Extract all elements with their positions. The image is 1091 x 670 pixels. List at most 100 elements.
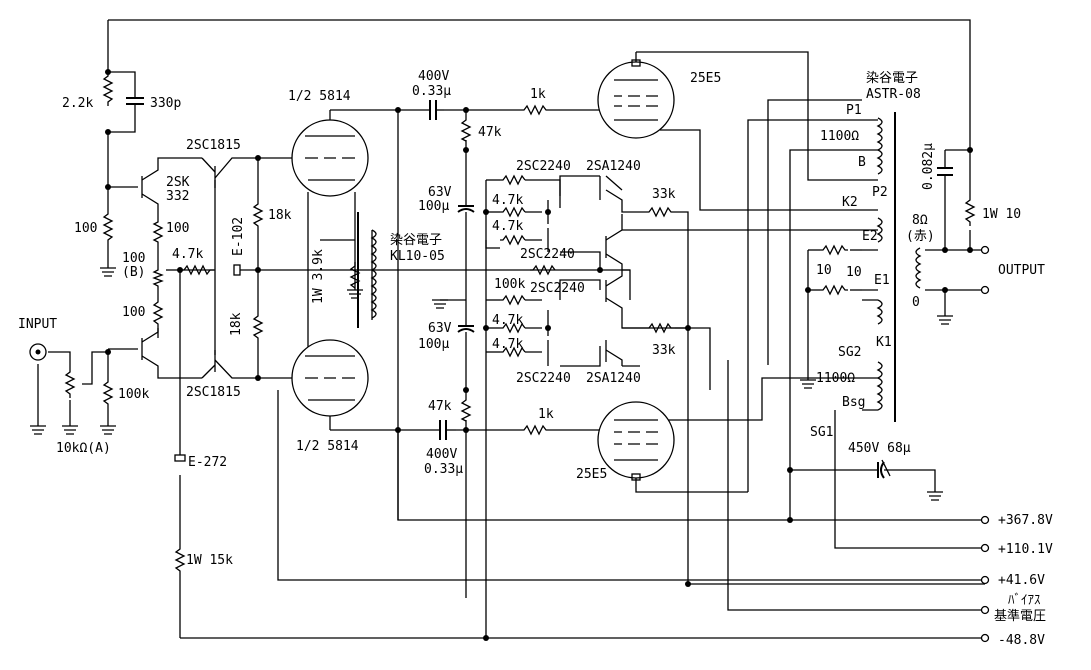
label-opt-maker: 染谷電子	[866, 71, 918, 86]
label-r-1k-bot: 1k	[538, 407, 554, 422]
label-opt-e1: E1	[874, 273, 890, 288]
cap-330p	[126, 97, 144, 105]
label-q-2sc1815-top: 2SC1815	[186, 138, 241, 153]
label-q-2sc2240-3: 2SC2240	[530, 281, 585, 296]
cap-63v-top	[457, 205, 475, 213]
label-q-2sc2240-2: 2SC2240	[520, 247, 575, 262]
label-r-2-2k: 2.2k	[62, 96, 93, 111]
label-opt-p2: P2	[872, 185, 888, 200]
tube-5814-bot	[291, 339, 369, 417]
resistor-100-drain	[102, 212, 114, 242]
astr08-secondary	[915, 247, 922, 289]
label-rail-5: -48.8V	[998, 633, 1045, 648]
label-r-33k-top: 33k	[652, 187, 676, 202]
label-r-33k-bot: 33k	[652, 343, 676, 358]
label-tube-5814-bot: 1/2 5814	[296, 439, 359, 454]
label-input: INPUT	[18, 317, 57, 332]
resistor-4-7k-2	[500, 206, 526, 218]
astr08-coil-top	[876, 117, 883, 175]
label-c-63v-bot-c: 100μ	[418, 337, 449, 352]
terminals	[29, 245, 990, 643]
label-c-400v-top-c: 0.33μ	[412, 84, 451, 99]
label-q-2sc1815-bot: 2SC1815	[186, 385, 241, 400]
tube-25e5-bot	[597, 401, 675, 481]
label-opt-sg1: SG1	[810, 425, 833, 440]
test-point-e102	[233, 264, 241, 276]
wiring	[37, 19, 985, 639]
kl10-05-coil	[370, 229, 377, 319]
label-tube-25e5-top: 25E5	[690, 71, 721, 86]
grounds	[30, 267, 953, 501]
label-opt-model: ASTR-08	[866, 87, 921, 102]
label-pot-10k: 10kΩ(A)	[56, 441, 111, 456]
transformers	[357, 112, 922, 422]
label-out-zero: 0	[912, 295, 920, 310]
label-out-red: (赤)	[906, 229, 935, 244]
label-r-4-7k-a: 4.7k	[172, 247, 203, 262]
label-opt-e2: E2	[862, 229, 878, 244]
tube-25e5-top	[597, 59, 675, 139]
label-kl-maker: 染谷電子	[390, 233, 442, 248]
label-opt-k2: K2	[842, 195, 858, 210]
resistor-100-c	[152, 298, 164, 328]
resistor-100k-in	[102, 378, 114, 408]
resistor-4-7k-4	[500, 322, 526, 334]
label-r-100k-mid: 100k	[494, 277, 525, 292]
resistor-2-2k	[102, 72, 114, 106]
label-r-4-7k-e: 4.7k	[492, 337, 523, 352]
label-c-330p: 330p	[150, 96, 181, 111]
labels: 2.2k 330p 2SC1815 2SK 332 100 100 100 (B…	[18, 69, 1053, 648]
cap-450v	[877, 461, 885, 479]
label-r-100-a: 100	[166, 221, 189, 236]
label-c-400v-bot-c: 0.33μ	[424, 462, 463, 477]
resistor-47k-bot	[460, 398, 472, 422]
tube-5814-top	[291, 119, 369, 197]
resistor-pot-100	[152, 268, 164, 288]
label-r-18k-b: 18k	[229, 312, 244, 336]
label-rail-2: +110.1V	[998, 542, 1053, 557]
cap-400v-bot	[439, 420, 447, 440]
label-q-2sa1240-2: 2SA1240	[586, 371, 641, 386]
cap-63v-bot	[457, 325, 475, 333]
label-c-63v-bot-v: 63V	[428, 321, 452, 336]
label-output: OUTPUT	[998, 263, 1045, 278]
label-r-4-7k-b: 4.7k	[492, 193, 523, 208]
label-opt-1100-a: 1100Ω	[820, 129, 859, 144]
label-rail-4b: 基準電圧	[994, 608, 1046, 624]
label-r-4-7k-d: 4.7k	[492, 313, 523, 328]
resistors	[64, 72, 976, 575]
resistor-1w10	[964, 196, 976, 226]
resistor-1k-top	[520, 104, 550, 116]
resistor-4-7k-3	[500, 234, 526, 246]
junctions	[105, 69, 973, 641]
resistor-10k-pot	[64, 368, 76, 398]
resistor-100-a	[152, 220, 164, 244]
label-e272: E-272	[188, 455, 227, 470]
label-opt-p1: P1	[846, 103, 862, 118]
label-e102: E-102	[231, 217, 246, 256]
astr08-coil-mid	[876, 217, 883, 243]
label-out-8ohm: 8Ω	[912, 213, 928, 228]
label-q-2sk: 2SK	[166, 175, 190, 190]
resistor-33k-bot	[645, 322, 675, 334]
astr08-coil-sg	[876, 361, 883, 411]
resistor-47k-top	[460, 118, 472, 142]
resistor-18k-b	[252, 312, 264, 340]
label-r-47k-bot: 47k	[428, 399, 452, 414]
label-r-1w15k: 1W 15k	[186, 553, 233, 568]
label-opt-k1: K1	[876, 335, 892, 350]
cap-400v-top	[429, 100, 437, 120]
resistor-4-7k-a	[180, 264, 214, 276]
label-r-1w10: 1W 10	[982, 207, 1021, 222]
label-q-2sc2240-4: 2SC2240	[516, 371, 571, 386]
label-r-1k-top: 1k	[530, 87, 546, 102]
label-r-1w3-9k: 1W 3.9k	[311, 249, 326, 304]
label-rail-3: +41.6V	[998, 573, 1045, 588]
resistor-18k-a	[252, 200, 264, 228]
resistor-4-7k-1	[500, 174, 526, 186]
label-r-100k-in: 100k	[118, 387, 149, 402]
label-c-63v-top-c: 100μ	[418, 199, 449, 214]
label-opt-b: B	[858, 155, 866, 170]
label-r-47k-top: 47k	[478, 125, 502, 140]
resistor-100k-mid	[530, 264, 556, 276]
